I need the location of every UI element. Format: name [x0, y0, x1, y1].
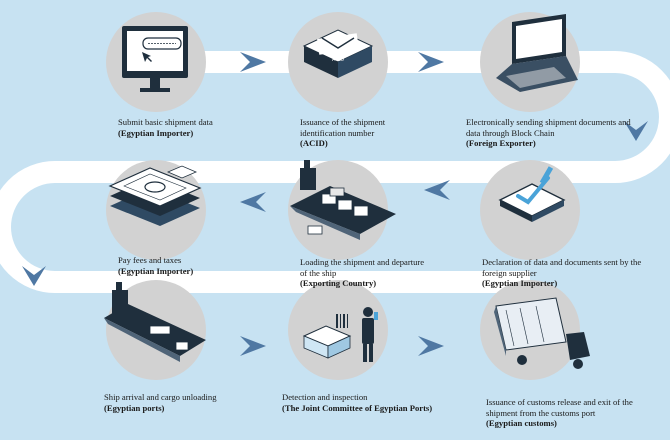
step-5-owner: (Exporting Country)	[300, 278, 377, 288]
arrow-left-icon	[424, 180, 450, 200]
step-6-text: Pay fees and taxes	[118, 255, 182, 265]
step-5-text: Loading the shipment and departure of th…	[300, 257, 425, 278]
arrow-down-icon	[22, 266, 46, 286]
step-2-text: Issuance of the shipment identification …	[300, 117, 386, 138]
step-7-owner: (Egyptian ports)	[104, 402, 165, 413]
step-5-caption: Loading the shipment and departure of th…	[300, 257, 430, 289]
step-6-node	[106, 160, 206, 260]
step-9-owner: (Egyptian customs)	[486, 418, 557, 428]
step-7-node	[104, 280, 206, 380]
step-4-owner: (Egyptian Importer)	[482, 278, 558, 288]
step-2-caption: Issuance of the shipment identification …	[300, 117, 420, 149]
step-9-caption: Issuance of customs release and exit of …	[486, 397, 636, 429]
step-8-text: Detection and inspection	[282, 392, 368, 402]
arrow-right-icon	[240, 336, 266, 356]
step-7-text: Ship arrival and cargo unloading	[104, 392, 217, 402]
acid-envelope-icon: ACID	[302, 29, 374, 78]
step-1-node	[106, 12, 206, 112]
arrow-left-icon	[240, 192, 266, 212]
inspector-scanner-icon	[302, 307, 378, 362]
step-1-owner: (Egyptian Importer)	[118, 127, 194, 138]
step-7-caption: Ship arrival and cargo unloading (Egypti…	[104, 392, 274, 413]
arrow-right-icon	[418, 52, 444, 72]
step-3-text: Electronically sending shipment document…	[466, 117, 631, 138]
step-4-caption: Declaration of data and documents sent b…	[482, 257, 642, 289]
arrow-down-icon	[624, 121, 648, 141]
step-3-node	[480, 12, 580, 112]
step-9-text: Issuance of customs release and exit of …	[486, 397, 633, 418]
truck-container-icon	[494, 297, 590, 369]
step-8-caption: Detection and inspection (The Joint Comm…	[282, 392, 472, 413]
step-1-caption: Submit basic shipment data (Egyptian Imp…	[118, 117, 288, 138]
clipboard-check-icon	[498, 166, 566, 222]
step-3-caption: Electronically sending shipment document…	[466, 117, 636, 149]
computer-monitor-icon	[122, 26, 188, 92]
step-2-node: ACID	[288, 12, 388, 112]
laptop-icon	[496, 14, 578, 92]
arrow-right-icon	[418, 336, 444, 356]
step-6-caption: Pay fees and taxes (Egyptian Importer)	[118, 255, 258, 276]
step-8-owner: (The Joint Committee of Egyptian Ports)	[282, 402, 433, 413]
cargo-ship-icon	[290, 160, 396, 240]
step-1-text: Submit basic shipment data	[118, 117, 213, 127]
step-3-owner: (Foreign Exporter)	[466, 138, 536, 148]
step-4-text: Declaration of data and documents sent b…	[482, 257, 642, 278]
step-5-node	[288, 160, 396, 260]
docked-ship-icon	[104, 282, 206, 362]
step-6-owner: (Egyptian Importer)	[118, 265, 194, 276]
step-2-owner: (ACID)	[300, 138, 328, 148]
step-4-node	[480, 160, 580, 260]
acid-label: ACID	[332, 57, 344, 63]
money-stack-icon	[108, 165, 202, 226]
step-9-node	[480, 280, 590, 380]
step-8-node	[288, 280, 388, 380]
arrow-right-icon	[240, 52, 266, 72]
